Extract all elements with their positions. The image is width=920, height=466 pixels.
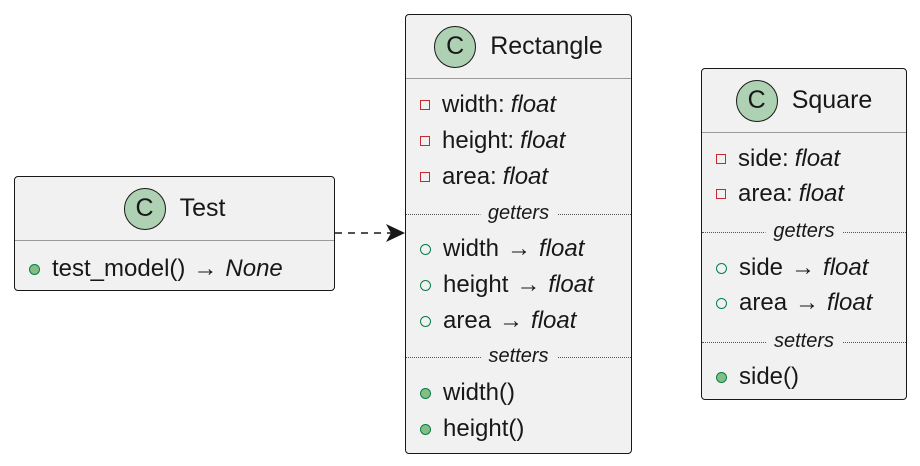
setter-width: width() bbox=[420, 379, 515, 407]
attribute-area: area: float bbox=[420, 163, 548, 191]
member-name: width bbox=[443, 235, 500, 262]
class-name: Rectangle bbox=[490, 32, 603, 60]
member-type: float bbox=[510, 91, 557, 118]
class-badge-icon: C bbox=[434, 25, 477, 68]
getter-area: area → float bbox=[420, 307, 576, 335]
member-name: area: bbox=[442, 163, 497, 190]
member-type: float bbox=[531, 307, 577, 334]
setter-side: side() bbox=[716, 363, 799, 391]
member-name: area bbox=[739, 289, 788, 316]
member-type: float bbox=[502, 163, 549, 190]
member-name: side: bbox=[738, 145, 789, 172]
public-property-icon bbox=[716, 262, 727, 274]
private-attribute-icon bbox=[420, 100, 430, 110]
private-attribute-icon bbox=[420, 136, 430, 146]
class-test-header: C Test bbox=[15, 177, 334, 241]
arrow: → bbox=[507, 235, 532, 262]
member-type: None bbox=[225, 255, 283, 282]
attribute-side: side: float bbox=[716, 145, 840, 173]
private-attribute-icon bbox=[716, 189, 726, 199]
attribute-height: height: float bbox=[420, 127, 565, 155]
member-name: width() bbox=[443, 379, 516, 406]
class-square-header: C Square bbox=[702, 69, 906, 133]
member-type: float bbox=[827, 289, 873, 316]
private-attribute-icon bbox=[420, 172, 430, 182]
member-type: float bbox=[539, 235, 585, 262]
class-badge-icon: C bbox=[735, 79, 778, 122]
class-name: Test bbox=[179, 194, 226, 222]
getter-area: area → float bbox=[716, 289, 872, 317]
public-property-icon bbox=[420, 279, 431, 291]
getter-height: height → float bbox=[420, 271, 594, 299]
member-name: side() bbox=[739, 363, 800, 390]
public-method-icon bbox=[420, 387, 431, 399]
getter-side: side → float bbox=[716, 254, 868, 282]
attribute-area: area: float bbox=[716, 180, 844, 208]
class-rectangle[interactable]: C Rectangle width: float height: float a… bbox=[405, 14, 632, 454]
member-name: height() bbox=[443, 415, 525, 442]
arrow: → bbox=[516, 271, 541, 298]
class-square[interactable]: C Square side: float area: float getters… bbox=[701, 68, 907, 400]
member-name: width: bbox=[442, 91, 505, 118]
member-name: side bbox=[739, 254, 784, 281]
public-method-icon bbox=[716, 371, 727, 383]
setters-label: setters bbox=[480, 345, 557, 368]
arrow: → bbox=[499, 307, 524, 334]
member-type: float bbox=[798, 180, 845, 207]
getters-label: getters bbox=[765, 220, 843, 243]
public-method-icon bbox=[29, 263, 40, 275]
public-method-icon bbox=[420, 423, 431, 435]
arrow: → bbox=[791, 254, 816, 281]
public-property-icon bbox=[420, 243, 431, 255]
public-property-icon bbox=[716, 297, 727, 309]
class-test[interactable]: C Test test_model() → None bbox=[14, 176, 335, 291]
member-type: float bbox=[520, 127, 566, 154]
class-name: Square bbox=[791, 86, 873, 114]
member-type: float bbox=[548, 271, 594, 298]
member-name: height: bbox=[442, 127, 515, 154]
arrow: → bbox=[193, 255, 218, 282]
member-name: height bbox=[443, 271, 509, 298]
member-name: area bbox=[443, 307, 492, 334]
getter-width: width → float bbox=[420, 235, 584, 263]
setters-label: setters bbox=[765, 330, 843, 353]
class-rectangle-header: C Rectangle bbox=[406, 15, 631, 79]
arrow: → bbox=[795, 289, 820, 316]
member-type: float bbox=[794, 145, 841, 172]
setter-height: height() bbox=[420, 415, 524, 443]
member-name: area: bbox=[738, 180, 793, 207]
member-type: float bbox=[823, 254, 869, 281]
private-attribute-icon bbox=[716, 154, 726, 164]
public-property-icon bbox=[420, 315, 431, 327]
class-badge-icon: C bbox=[123, 187, 166, 230]
dependency-arrowhead bbox=[386, 224, 405, 242]
member-name: test_model() bbox=[52, 255, 186, 282]
getters-label: getters bbox=[479, 202, 558, 225]
attribute-width: width: float bbox=[420, 91, 556, 119]
method-test-model: test_model() → None bbox=[29, 255, 283, 283]
